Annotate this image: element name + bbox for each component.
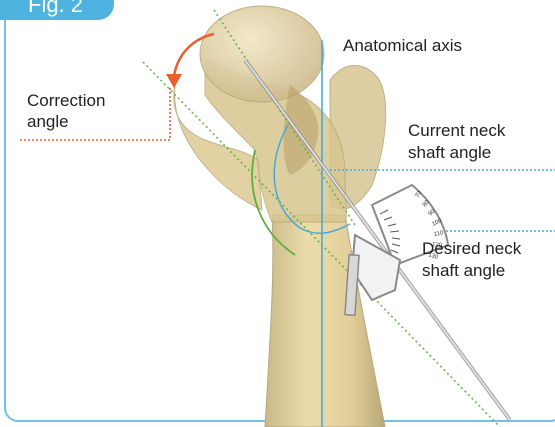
desired-neck-label-line2: shaft angle <box>422 260 505 282</box>
current-neck-label-line1: Current neck <box>408 120 505 142</box>
correction-angle-label-line1: Correction <box>27 90 105 112</box>
desired-neck-label-line1: Desired neck <box>422 238 521 260</box>
anatomical-axis-label: Anatomical axis <box>343 35 462 57</box>
femoral-head <box>200 6 324 102</box>
arrowhead-icon <box>166 74 182 88</box>
current-neck-label-line2: shaft angle <box>408 142 491 164</box>
correction-angle-label-line2: angle <box>27 111 69 133</box>
